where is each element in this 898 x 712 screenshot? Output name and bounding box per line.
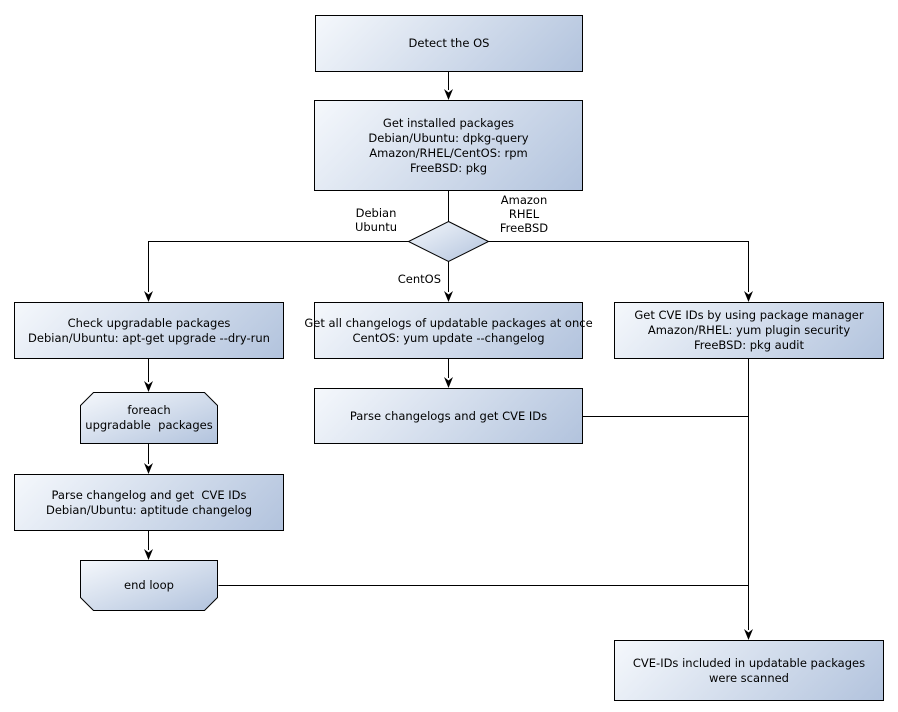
edge-decision-to-get-cve-pkg-manager (488, 241, 749, 292)
branch-label-debian-ubuntu: Debian Ubuntu (354, 206, 398, 234)
node-get-all-changelogs: Get all changelogs of updatable packages… (304, 302, 593, 359)
foreach-loop-label: foreach upgradable packages (85, 402, 213, 432)
arrowhead (744, 291, 753, 302)
arrowhead (444, 377, 453, 388)
node-get-installed-packages: Get installed packages Debian/Ubuntu: dp… (314, 100, 583, 191)
node-get-cve-pkg-manager: Get CVE IDs by using package manager Ama… (614, 302, 884, 359)
branch-label-centos: CentOS (397, 272, 441, 286)
node-get-all-changelogs-label: Get all changelogs of updatable packages… (304, 315, 593, 345)
node-parse-changelogs-centos: Parse changelogs and get CVE IDs (314, 388, 583, 444)
arrowhead (744, 629, 753, 640)
arrowhead (444, 291, 453, 302)
node-result-cve-scanned: CVE-IDs included in updatable packages w… (614, 640, 884, 701)
end-loop-label: end loop (124, 577, 174, 592)
arrowhead (144, 291, 153, 302)
arrowhead (444, 89, 453, 100)
os-decision-diamond (407, 220, 490, 263)
node-parse-changelog-debian-label: Parse changelog and get CVE IDs Debian/U… (46, 487, 252, 517)
end-loop-label-box: end loop (80, 560, 218, 610)
node-get-cve-pkg-manager-label: Get CVE IDs by using package manager Ama… (634, 308, 864, 352)
arrowhead (144, 549, 153, 560)
branch-label-amazon-rhel-freebsd: Amazon RHEL FreeBSD (499, 193, 549, 235)
foreach-loop-label-box: foreach upgradable packages (80, 392, 218, 443)
arrowhead (144, 381, 153, 392)
node-parse-changelog-debian: Parse changelog and get CVE IDs Debian/U… (14, 474, 284, 531)
node-check-upgradable-packages-label: Check upgradable packages Debian/Ubuntu:… (28, 315, 270, 345)
edge-decision-to-check-upgradable (148, 241, 409, 292)
node-parse-changelogs-centos-label: Parse changelogs and get CVE IDs (349, 408, 548, 423)
arrowhead (144, 463, 153, 474)
foreach-loop-shape (80, 392, 218, 444)
node-detect-os-label: Detect the OS (408, 36, 490, 50)
node-get-installed-packages-label: Get installed packages Debian/Ubuntu: dp… (368, 115, 529, 175)
node-detect-os: Detect the OS (315, 15, 583, 72)
end-loop-shape (80, 560, 218, 611)
node-check-upgradable-packages: Check upgradable packages Debian/Ubuntu:… (14, 302, 284, 359)
node-result-cve-scanned-label: CVE-IDs included in updatable packages w… (632, 655, 866, 685)
